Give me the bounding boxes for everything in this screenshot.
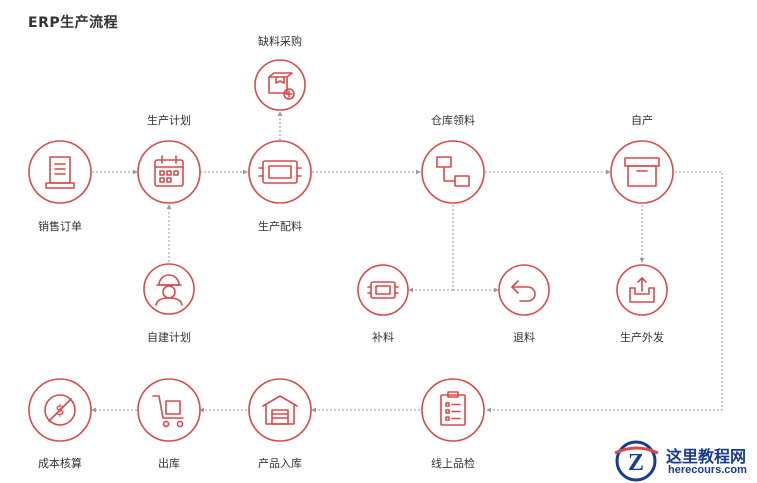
- box-icon: [624, 157, 660, 187]
- worker-icon: [155, 274, 183, 306]
- node-label-line-inspection: 线上品检: [431, 457, 475, 470]
- node-shortage-purchase: [254, 59, 306, 111]
- node-sales-order: [28, 140, 92, 204]
- watermark-logo: Z: [606, 439, 757, 483]
- node-replenish: [357, 264, 409, 316]
- node-label-sales-order: 销售订单: [38, 220, 82, 233]
- node-label-stock-out: 出库: [158, 457, 180, 470]
- node-label-cost-accounting: 成本核算: [38, 457, 82, 470]
- edge-selfprod-to-inspection: [486, 171, 723, 413]
- box-add-icon: [268, 72, 295, 100]
- node-product-stock-in: [248, 378, 312, 442]
- node-label-shortage-purchase: 缺料采购: [258, 35, 302, 48]
- node-label-production-plan: 生产计划: [147, 114, 191, 127]
- cart-icon: [152, 395, 184, 428]
- node-warehouse-picking: [421, 140, 485, 204]
- node-production-plan: [137, 140, 201, 204]
- node-outsource: [616, 264, 668, 316]
- watermark-text: 这里教程网: [666, 447, 747, 466]
- return-arrow-icon: [511, 280, 536, 302]
- node-label-replenish: 补料: [372, 331, 394, 344]
- calendar-icon: [154, 155, 184, 187]
- node-cost-accounting: $: [28, 378, 92, 442]
- svg-text:Z: Z: [628, 450, 644, 476]
- node-self-production: [610, 140, 674, 204]
- chip-tray-icon: [258, 160, 302, 184]
- node-label-return-material: 退料: [513, 331, 535, 344]
- order-document-icon: [45, 156, 75, 189]
- node-label-self-production: 自产: [631, 114, 653, 127]
- watermark-url: herecours.com: [668, 464, 747, 476]
- warehouse-icon: [262, 395, 298, 425]
- node-label-product-stock-in: 产品入库: [258, 457, 302, 470]
- node-stock-out: [137, 378, 201, 442]
- node-label-self-plan: 自建计划: [147, 331, 191, 344]
- node-return-material: [498, 264, 550, 316]
- node-label-production-material: 生产配料: [258, 220, 302, 233]
- node-self-plan: [143, 263, 195, 315]
- svg-text:$: $: [55, 401, 65, 419]
- node-production-material: [248, 140, 312, 204]
- dollar-icon: $: [44, 394, 76, 426]
- page-title: ERP生产流程: [28, 15, 119, 31]
- node-line-inspection: [421, 378, 485, 442]
- tray-upload-icon: [629, 277, 655, 303]
- node-label-warehouse-picking: 仓库领料: [431, 114, 475, 127]
- checklist-icon: [440, 391, 466, 426]
- chip-icon: [367, 281, 399, 299]
- z-logo-icon: Z: [614, 440, 659, 482]
- flowchart-icon: [436, 156, 470, 187]
- node-label-outsource: 生产外发: [620, 331, 664, 344]
